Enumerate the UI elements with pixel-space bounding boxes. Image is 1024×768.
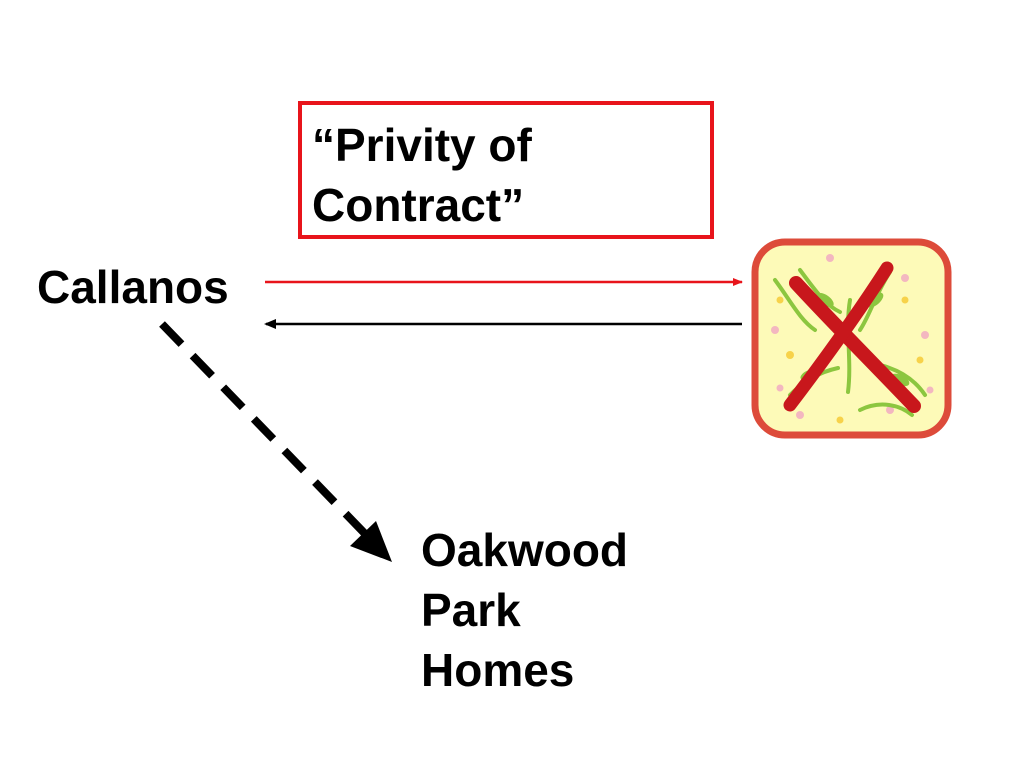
oakwood-line-2: Park (421, 584, 521, 636)
privity-of-contract-box: “Privity of Contract” (298, 101, 714, 239)
callanos-label: Callanos (37, 261, 229, 313)
crossed-out-tile-icon (751, 238, 952, 439)
dashed-arrow-head (350, 521, 392, 562)
oakwood-park-homes-label: Oakwood Park Homes (421, 520, 628, 700)
oakwood-line-3: Homes (421, 644, 575, 696)
dashed-arrow-to-oakwood (159, 321, 375, 544)
oakwood-line-1: Oakwood (421, 524, 629, 576)
privity-of-contract-label: “Privity of Contract” (312, 119, 532, 231)
